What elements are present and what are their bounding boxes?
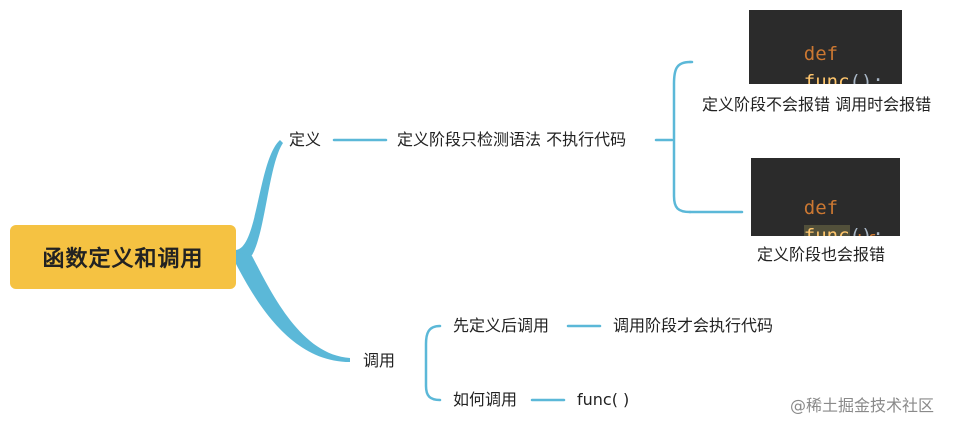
bracket-call [424,324,442,402]
code-function-name: func [803,71,850,84]
code-keyword: def [803,197,839,219]
code-example-undefined-name: def func(): name [749,10,902,84]
node-call-howto-detail: func( ) [577,390,630,409]
bracket-examples [672,60,692,214]
code-example-syntax-error: def func(): if_ [751,158,900,236]
branch-define [236,140,283,262]
caption-example1: 定义阶段不会报错 调用时会报错 [702,95,932,114]
node-define-detail: 定义阶段只检测语法 不执行代码 [397,130,627,149]
code-body-if: if [854,231,877,236]
watermark: @稀土掘金技术社区 [790,396,935,415]
node-call-howto: 如何调用 [453,390,518,409]
root-node: 函数定义和调用 [10,225,236,289]
caption-example2: 定义阶段也会报错 [757,245,886,264]
code-body-name: name [854,79,900,84]
node-call-first: 先定义后调用 [453,316,550,335]
branch-call [236,252,350,362]
code-function-name: func [803,225,850,236]
code-keyword: def [803,43,839,65]
node-call-first-detail: 调用阶段才会执行代码 [613,316,774,335]
node-call: 调用 [363,351,396,370]
root-label: 函数定义和调用 [42,247,204,272]
code-parens: (): [849,225,884,236]
code-parens: (): [849,71,884,84]
node-define: 定义 [289,130,322,149]
